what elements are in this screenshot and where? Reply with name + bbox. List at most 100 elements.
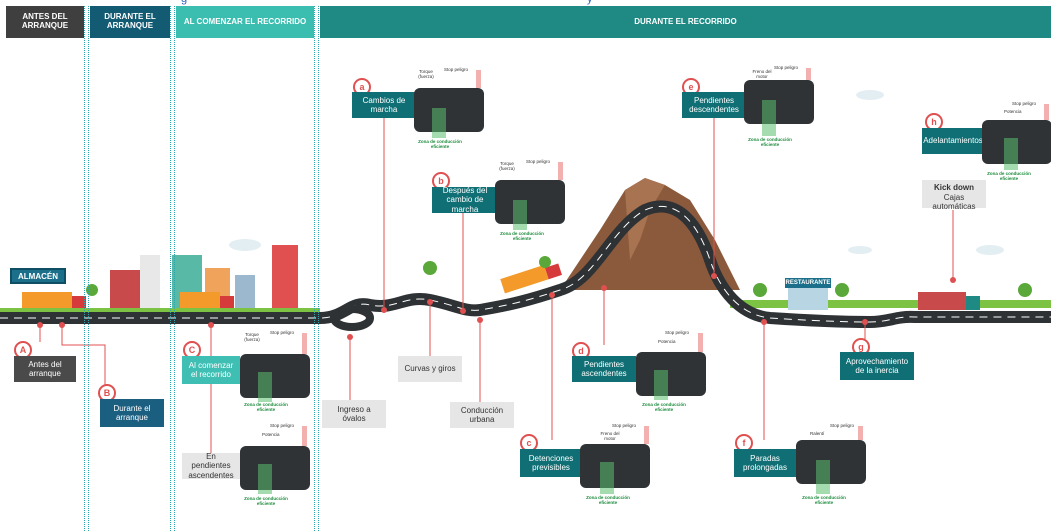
gauge-torque-label: Torque (fuerza) (244, 332, 260, 342)
connector-dot (711, 273, 717, 279)
connector-dot (347, 334, 353, 340)
efficient-band (1004, 138, 1018, 170)
truck (22, 292, 72, 308)
top-title-fragment: g (181, 0, 187, 5)
label-cambios-de-marcha: Cambios de marcha (352, 92, 416, 118)
phase-begin-route: AL COMENZAR EL RECORRIDO (176, 6, 314, 38)
separator (174, 6, 175, 531)
phase-during-start: DURANTE EL ARRANQUE (90, 6, 170, 38)
tree (753, 283, 767, 297)
almacen-sign: ALMACÉN (10, 268, 66, 284)
label-aprovechamiento-de-la-inercia: Aprovechamiento de la inercia (840, 352, 914, 380)
efficient-band (654, 370, 668, 400)
connector-dot (549, 292, 555, 298)
gauge-potencia-label: Potencia (262, 432, 280, 437)
label-curvas-y-giros: Curvas y giros (398, 356, 462, 382)
gauge-zone-label: Zona de conducción eficiente (244, 402, 288, 412)
restaurant-building (788, 288, 828, 310)
efficient-band (258, 372, 272, 402)
stop-bar (858, 426, 863, 440)
tree (835, 283, 849, 297)
label-conduccion-urbana: Conducción urbana (450, 402, 514, 428)
gauge-torque-label: Torque (fuerza) (418, 69, 434, 79)
gauge-stop-label: Stop peligro (270, 423, 295, 428)
connector-dot (381, 307, 387, 313)
truck (918, 292, 966, 310)
cloud (856, 90, 884, 100)
label-antes-del-arranque: Antes del arranque (14, 356, 76, 382)
separator (318, 6, 319, 531)
mountain-shade (625, 178, 665, 260)
top-title-fragment: y (587, 0, 593, 5)
stop-bar (302, 426, 307, 446)
building (140, 255, 160, 308)
label-pendientes-descendentes: Pendientes descendentes (682, 92, 746, 118)
truck-cab (544, 263, 562, 280)
tree (86, 284, 98, 296)
gauge-zone-label: Zona de conducción eficiente (748, 137, 792, 147)
efficient-band (600, 462, 614, 494)
stop-bar (558, 162, 563, 180)
gauge-dashboard (495, 180, 565, 224)
connector-dot (427, 299, 433, 305)
gauge-dashboard (240, 354, 310, 398)
cloud (976, 245, 1004, 255)
tree (539, 256, 551, 268)
gauge-stop-label: Stop peligro (526, 159, 551, 164)
gauge-stop-label: Stop peligro (1012, 101, 1037, 106)
gauge-dashboard (744, 80, 814, 124)
cloud (848, 246, 872, 254)
separator (170, 6, 171, 531)
badge-d: d (572, 342, 590, 360)
mountain (560, 178, 740, 290)
grass (0, 308, 320, 313)
label-adelantamientos: Adelantamientos (922, 128, 984, 154)
gauge-stop-label: Stop peligro (830, 423, 855, 428)
stop-bar (1044, 104, 1049, 120)
stop-bar (302, 333, 307, 354)
gauge-freno-label: Freno del motor (600, 431, 620, 441)
gauge-zone-label: Zona de conducción eficiente (987, 171, 1031, 181)
separator (88, 6, 89, 531)
gauge-dashboard (240, 446, 310, 490)
efficient-band (762, 100, 776, 136)
connector-dot (460, 308, 466, 314)
restaurante-sign: RESTAURANTE (785, 278, 831, 288)
gauge-zone-label: Zona de conducción eficiente (642, 402, 686, 412)
gauge-stop-label: Stop peligro (774, 65, 799, 70)
label-al-comenzar-el-recorrido: Al comenzar el recorrido (182, 356, 240, 384)
label-en-pendientes-ascendentes: En pendientes ascendentes (182, 452, 240, 480)
label-pendientes-ascendentes: Pendientes ascendentes (572, 356, 636, 382)
building (235, 275, 255, 308)
label-detenciones-previsibles: Detenciones previsibles (520, 449, 582, 477)
gauge-dashboard (580, 444, 650, 488)
gauge-stop-label: Stop peligro (270, 330, 295, 335)
truck (180, 292, 220, 308)
connector-dot (601, 285, 607, 291)
stop-bar (806, 68, 811, 80)
gauge-zone-label: Zona de conducción eficiente (586, 495, 630, 505)
road-markings (0, 205, 1051, 323)
connector-dot (477, 317, 483, 323)
stop-bar (476, 70, 481, 88)
tree (423, 261, 437, 275)
truck (500, 264, 549, 294)
gauge-freno-label: Freno del motor (752, 69, 772, 79)
gauge-zone-label: Zona de conducción eficiente (418, 139, 462, 149)
connector-dot (59, 322, 65, 328)
gauge-dashboard (636, 352, 706, 396)
badge-f: f (735, 434, 753, 452)
efficient-band (432, 108, 446, 138)
label-ingreso-a-ovalos: Ingreso a óvalos (322, 400, 386, 428)
efficient-band (258, 464, 272, 494)
connector-dot (761, 319, 767, 325)
efficient-band (816, 460, 830, 494)
label-despues-del-cambio-de-marcha: Después del cambio de marcha (432, 186, 498, 214)
connector-dot (950, 277, 956, 283)
building (272, 245, 298, 308)
label-paradas-prolongadas: Paradas prolongadas (734, 449, 796, 477)
connector-dot (862, 319, 868, 325)
truck-cab (220, 296, 234, 308)
efficient-band (513, 200, 527, 230)
